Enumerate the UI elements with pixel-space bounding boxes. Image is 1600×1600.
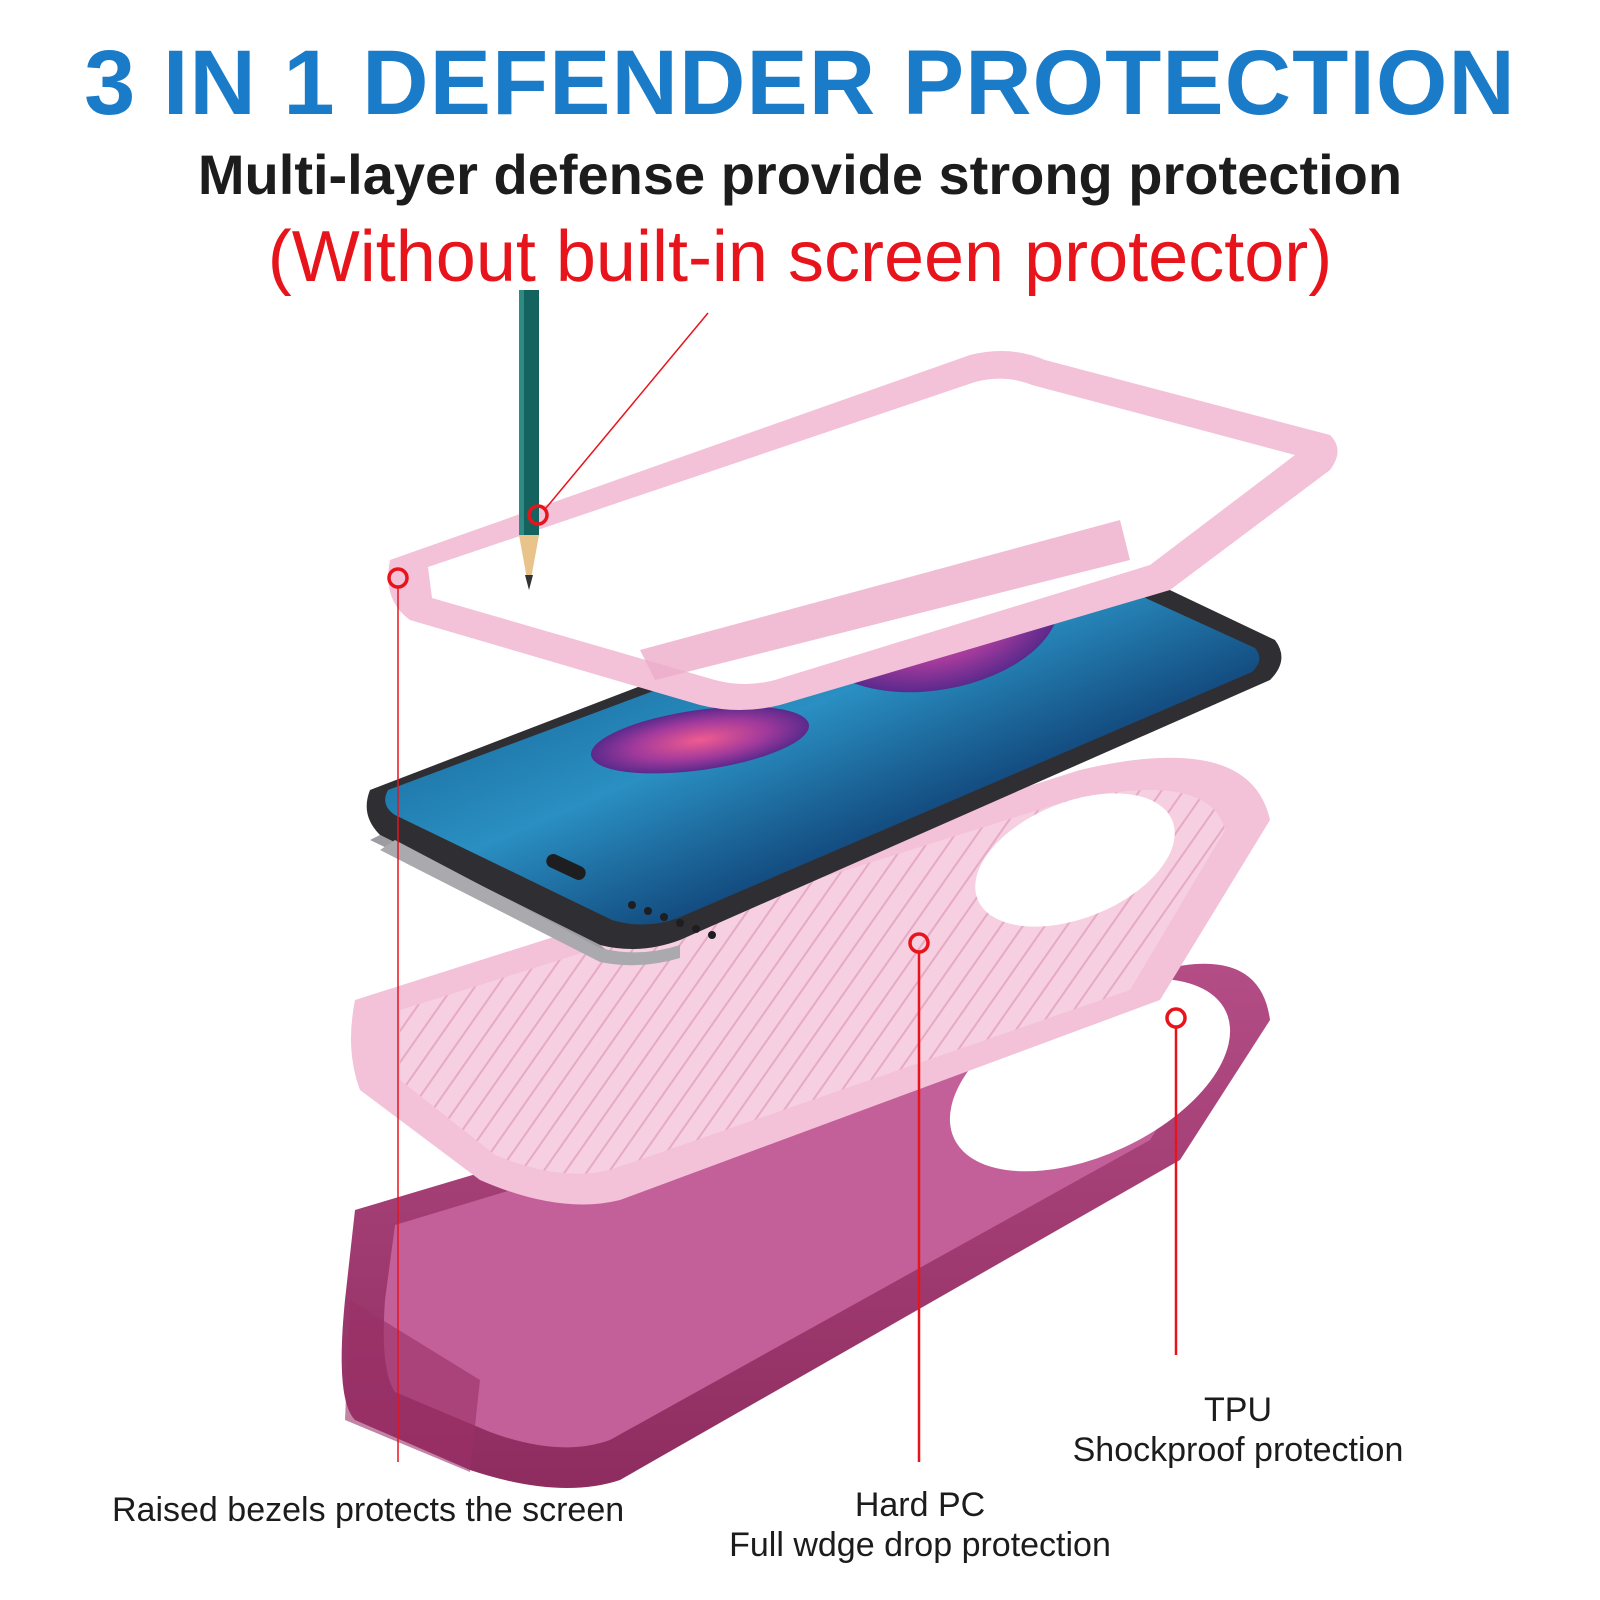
bezel-frame: [388, 351, 1338, 710]
callout-tpu-text: Shockproof protection: [1072, 1431, 1404, 1469]
screen-protector-note: (Without built-in screen protector): [267, 217, 1333, 297]
callout-tpu-title: TPU: [1204, 1391, 1272, 1429]
callout-hard-pc-title: Hard PC: [854, 1486, 986, 1524]
page-subtitle: Multi-layer defense provide strong prote…: [197, 143, 1403, 206]
tpu-shell: [341, 963, 1271, 1488]
callout-bezels-label: Raised bezels protects the screen: [112, 1491, 625, 1529]
callout-tpu: TPU Shockproof protection: [1048, 1390, 1428, 1470]
pencil: [519, 290, 539, 590]
callout-hard-pc: Hard PC Full wdge drop protection: [700, 1485, 1140, 1565]
callout-markers: [387, 312, 1187, 1462]
page-title: 3 IN 1 DEFENDER PROTECTION: [84, 32, 1516, 134]
phone: [366, 536, 1282, 966]
callout-hard-pc-text: Full wdge drop protection: [729, 1526, 1111, 1564]
hard-pc-shell: [351, 757, 1270, 1205]
